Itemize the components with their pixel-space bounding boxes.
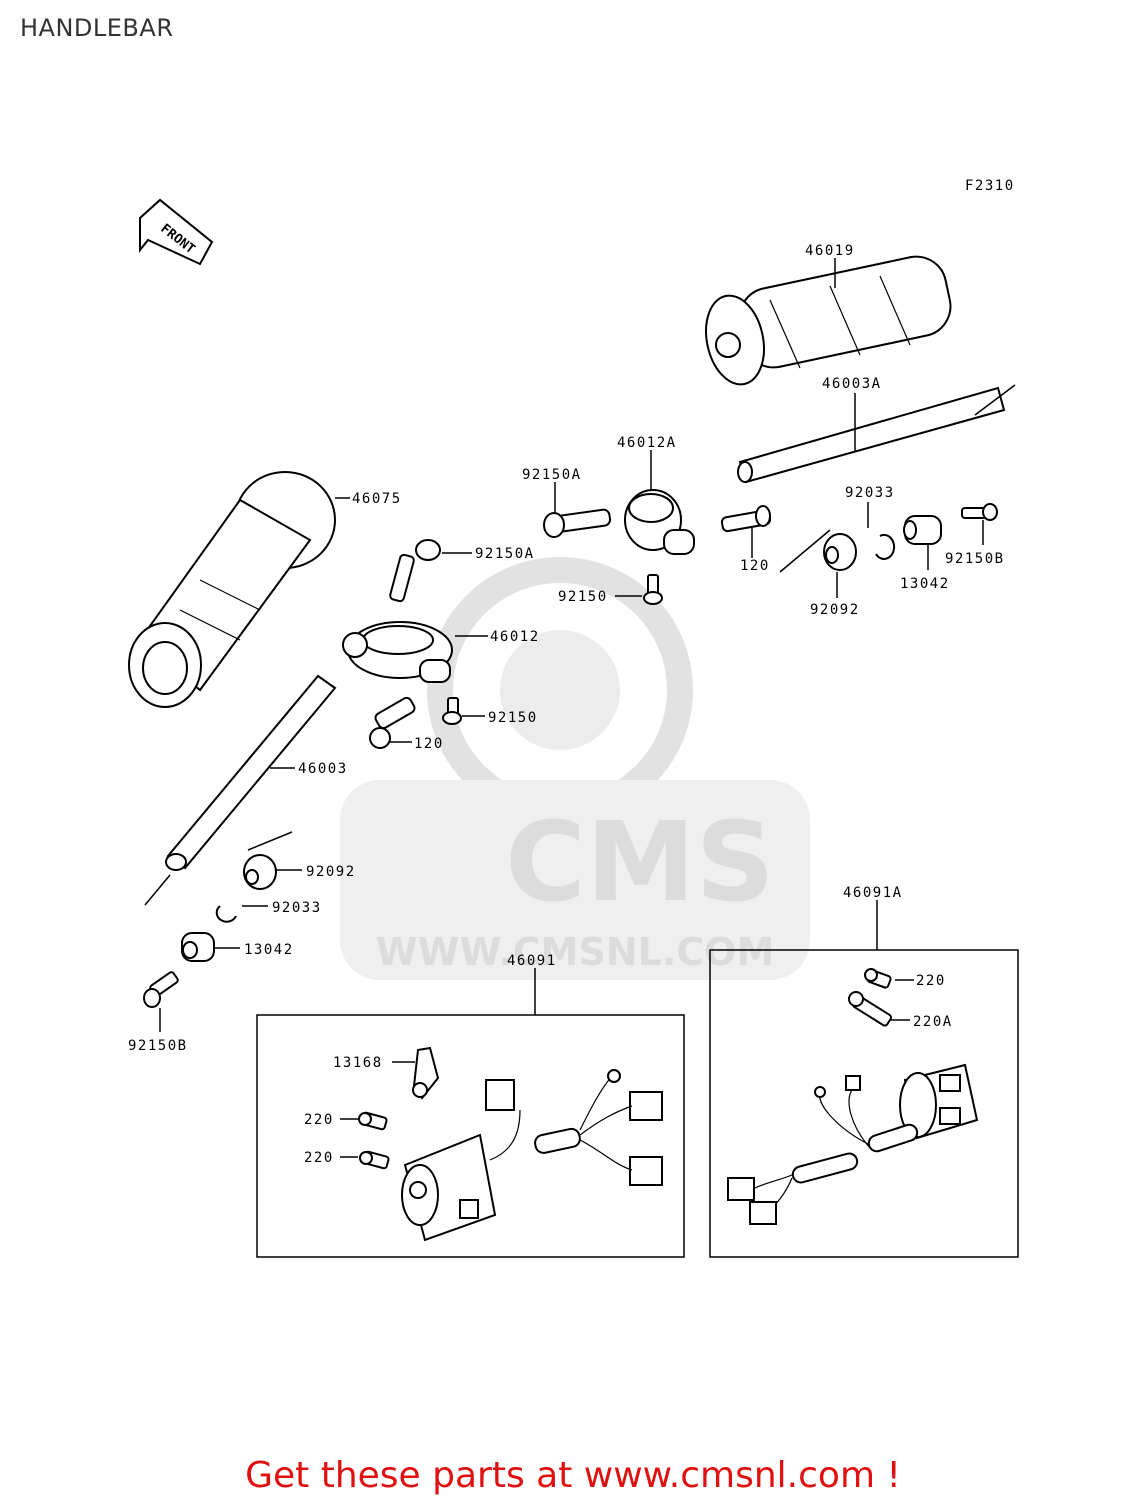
label-13042-right: 13042 [900,576,950,592]
clamp-13168 [412,1046,440,1100]
label-92150A-right: 92150A [522,467,582,483]
label-92092-right: 92092 [810,602,860,618]
left-switch-screw-1 [358,1111,388,1131]
label-220A-right: 220A [913,1014,953,1030]
left-holder [342,621,453,683]
left-damper [243,831,293,890]
footer-link[interactable]: Get these parts at www.cmsnl.com ! [245,1455,901,1496]
label-92150-right: 92150 [558,589,608,605]
right-screw [720,505,772,533]
right-switch-assembly [727,1063,979,1225]
right-circlip [875,533,896,560]
label-46091: 46091 [507,953,557,969]
figure-code: F2310 [965,178,1015,194]
label-92150-left: 92150 [488,710,538,726]
label-46003: 46003 [298,761,348,777]
right-switch-box [709,949,1019,1258]
right-screw-220 [864,968,892,989]
page-title: HANDLEBAR [20,14,174,42]
label-92150A-left: 92150A [475,546,535,562]
right-weight [903,515,942,545]
parts-diagram: CMS WWW.CMSNL.COM F2310 FRONT 46019 4600… [128,178,1019,1258]
left-switch-box [256,1014,685,1258]
right-damper [779,529,857,573]
right-holder-bolt [543,508,612,538]
watermark-url: WWW.CMSNL.COM [376,930,775,974]
label-46091A: 46091A [843,885,903,901]
left-grip [128,471,336,708]
label-220-left-1: 220 [304,1112,334,1128]
label-92150B-right: 92150B [945,551,1005,567]
left-circlip [215,905,237,923]
left-switch-screw-2 [359,1150,390,1170]
label-46075: 46075 [352,491,402,507]
label-92092-left: 92092 [306,864,356,880]
label-120-left: 120 [414,736,444,752]
left-bar [144,674,337,906]
right-holder [624,489,695,555]
left-weight [181,932,215,962]
right-grip [705,255,952,386]
label-220-left-2: 220 [304,1150,334,1166]
watermark-brand: CMS [505,798,774,926]
right-screw-220A [848,991,893,1027]
label-46019: 46019 [805,243,855,259]
label-220-right: 220 [916,973,946,989]
left-end-bolt [143,971,179,1008]
right-end-bolt [961,503,998,521]
label-46012: 46012 [490,629,540,645]
label-92033-left: 92033 [272,900,322,916]
label-92150B-left: 92150B [128,1038,188,1054]
watermark: CMS WWW.CMSNL.COM [340,557,810,980]
right-bar [737,384,1016,484]
left-switch-assembly [401,1069,663,1242]
left-top-bolt [442,697,462,725]
label-92033-right: 92033 [845,485,895,501]
label-46003A: 46003A [822,376,882,392]
right-top-bolt [643,574,663,605]
left-holder-bolt [389,539,441,603]
label-13168: 13168 [333,1055,383,1071]
label-46012A: 46012A [617,435,677,451]
label-13042-left: 13042 [244,942,294,958]
label-120-right: 120 [740,558,770,574]
left-screw [369,696,416,749]
front-arrow-icon: FRONT [139,198,214,266]
